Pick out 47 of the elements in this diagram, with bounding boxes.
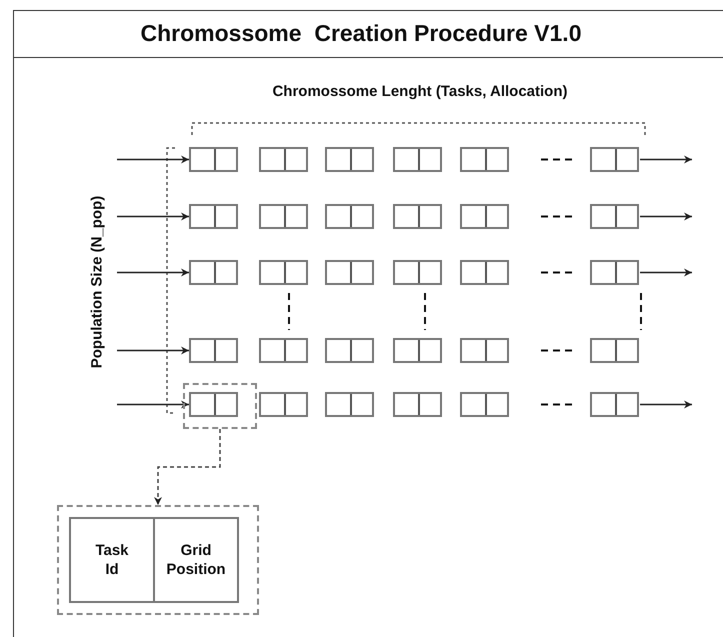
gene-box	[189, 260, 238, 285]
arrow	[640, 212, 692, 220]
arrow	[117, 400, 189, 408]
gene-box	[259, 204, 308, 229]
field-cell: Task Id	[69, 517, 155, 603]
gene-box	[325, 204, 374, 229]
gene-box	[259, 147, 308, 172]
arrow	[117, 156, 189, 164]
gene-box	[393, 204, 442, 229]
gene-box	[259, 392, 308, 417]
gene-box	[460, 260, 509, 285]
gene-box	[259, 260, 308, 285]
gene-box	[460, 392, 509, 417]
arrow	[640, 268, 692, 276]
dashed-selection-box	[183, 383, 257, 429]
gene-box	[325, 260, 374, 285]
gene-box	[189, 392, 238, 417]
field-cell: Grid Position	[153, 517, 239, 603]
axis-label: Chromossome Lenght (Tasks, Allocation)	[271, 82, 569, 102]
gene-box	[393, 392, 442, 417]
arrow	[117, 212, 189, 220]
gene-box	[460, 147, 509, 172]
gene-box	[325, 147, 374, 172]
arrow	[117, 268, 189, 276]
gene-box	[189, 204, 238, 229]
gene-box	[590, 392, 639, 417]
arrow	[640, 400, 692, 408]
arrow	[154, 429, 221, 505]
gene-box	[590, 204, 639, 229]
gene-box	[189, 338, 238, 363]
gene-box	[590, 260, 639, 285]
gene-box	[460, 204, 509, 229]
gene-box	[325, 392, 374, 417]
gene-box	[460, 338, 509, 363]
gene-box	[325, 338, 374, 363]
gene-box	[393, 338, 442, 363]
axis-label: Population Size (N_pop)	[88, 194, 106, 370]
gene-box	[259, 338, 308, 363]
gene-box	[393, 147, 442, 172]
gene-box	[189, 147, 238, 172]
gene-box	[590, 338, 639, 363]
dashed-selection-box	[57, 505, 259, 615]
arrow	[640, 156, 692, 164]
arrow	[117, 346, 189, 354]
diagram-title: Chromossome Creation Procedure V1.0	[140, 19, 582, 48]
gene-box	[393, 260, 442, 285]
gene-box	[590, 147, 639, 172]
